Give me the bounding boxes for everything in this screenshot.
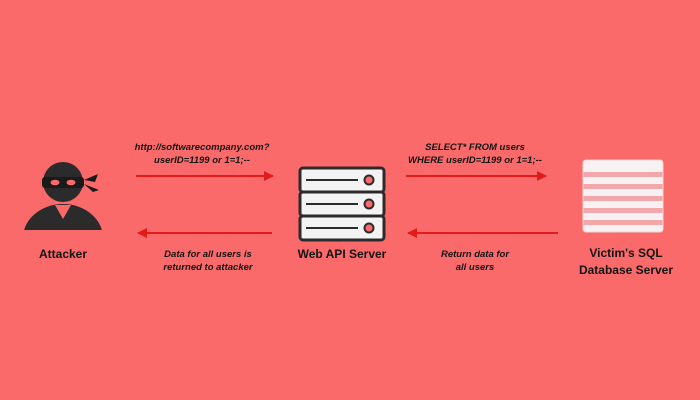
attacker-data-label: Data for all users is returned to attack… <box>133 248 283 274</box>
web-api-server-label-text: Web API Server <box>297 247 387 261</box>
attacker-label: Attacker <box>13 246 113 263</box>
return-data-label: Return data for all users <box>410 248 540 274</box>
request-url-line1: http://softwarecompany.com? <box>134 142 270 153</box>
server-rack-icon <box>298 166 386 242</box>
attacker-data-line1: Data for all users is <box>164 249 252 260</box>
return-data-line1: Return data for <box>440 249 510 260</box>
server-unit <box>298 166 386 194</box>
web-api-server-label: Web API Server <box>282 246 402 263</box>
request-url-label: http://softwarecompany.com? userID=1199 … <box>117 141 287 167</box>
database-label-line1: Victim's SQL <box>589 246 663 260</box>
server-unit <box>298 190 386 218</box>
sql-query-label: SELECT* FROM users WHERE userID=1199 or … <box>390 141 560 167</box>
server-unit <box>298 214 386 242</box>
sql-query-line2: WHERE userID=1199 or 1=1;-- <box>408 155 542 166</box>
return-data-line2: all users <box>455 262 495 273</box>
attacker-data-line2: returned to attacker <box>163 262 253 273</box>
masked-thief-icon <box>24 162 102 230</box>
request-url-line2: userID=1199 or 1=1;-- <box>154 155 250 166</box>
attacker-label-text: Attacker <box>38 247 88 261</box>
sql-query-line1: SELECT* FROM users <box>425 142 525 153</box>
database-server-label: Victim's SQL Database Server <box>566 245 686 279</box>
database-label-line2: Database Server <box>578 263 674 277</box>
database-icon <box>582 159 664 233</box>
